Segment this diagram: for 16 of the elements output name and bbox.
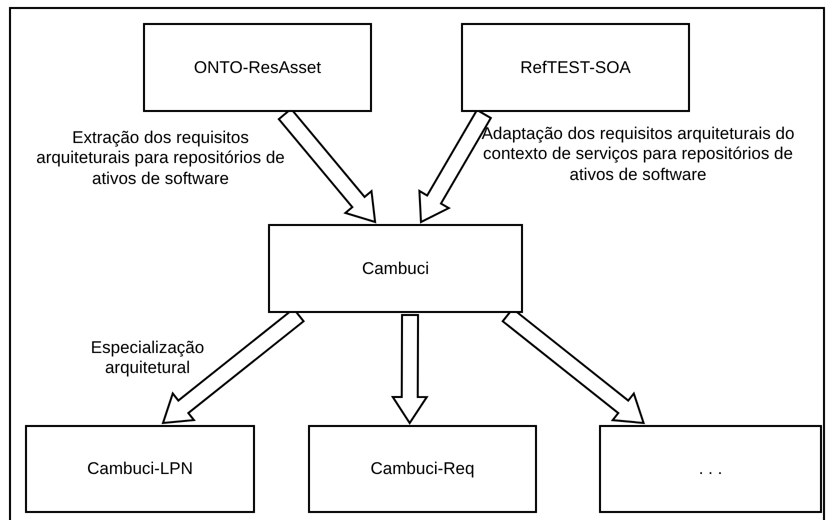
- box-label: ONTO-ResAsset: [194, 58, 322, 78]
- process-box: [599, 425, 822, 513]
- edge-label: Adaptação dos requisitos arquiteturais do contexto de serviços para repositórios de ativos de software: [480, 124, 796, 186]
- edge-label: Extração dos requisitos arquiteturais para repositórios de ativos de software: [35, 128, 286, 190]
- block-arrow: [390, 314, 429, 425]
- process-box: [268, 224, 523, 313]
- box-label: Cambuci-LPN: [87, 459, 193, 479]
- box-label: . . .: [698, 459, 722, 479]
- process-box: [461, 23, 690, 112]
- process-box: [25, 425, 255, 513]
- process-box: [143, 23, 372, 112]
- process-box: [308, 425, 537, 513]
- box-label: RefTEST-SOA: [520, 58, 631, 78]
- box-label: Cambuci: [362, 258, 430, 278]
- box-label: Cambuci-Req: [370, 459, 474, 479]
- edge-label: Especialização arquitetural: [90, 338, 206, 379]
